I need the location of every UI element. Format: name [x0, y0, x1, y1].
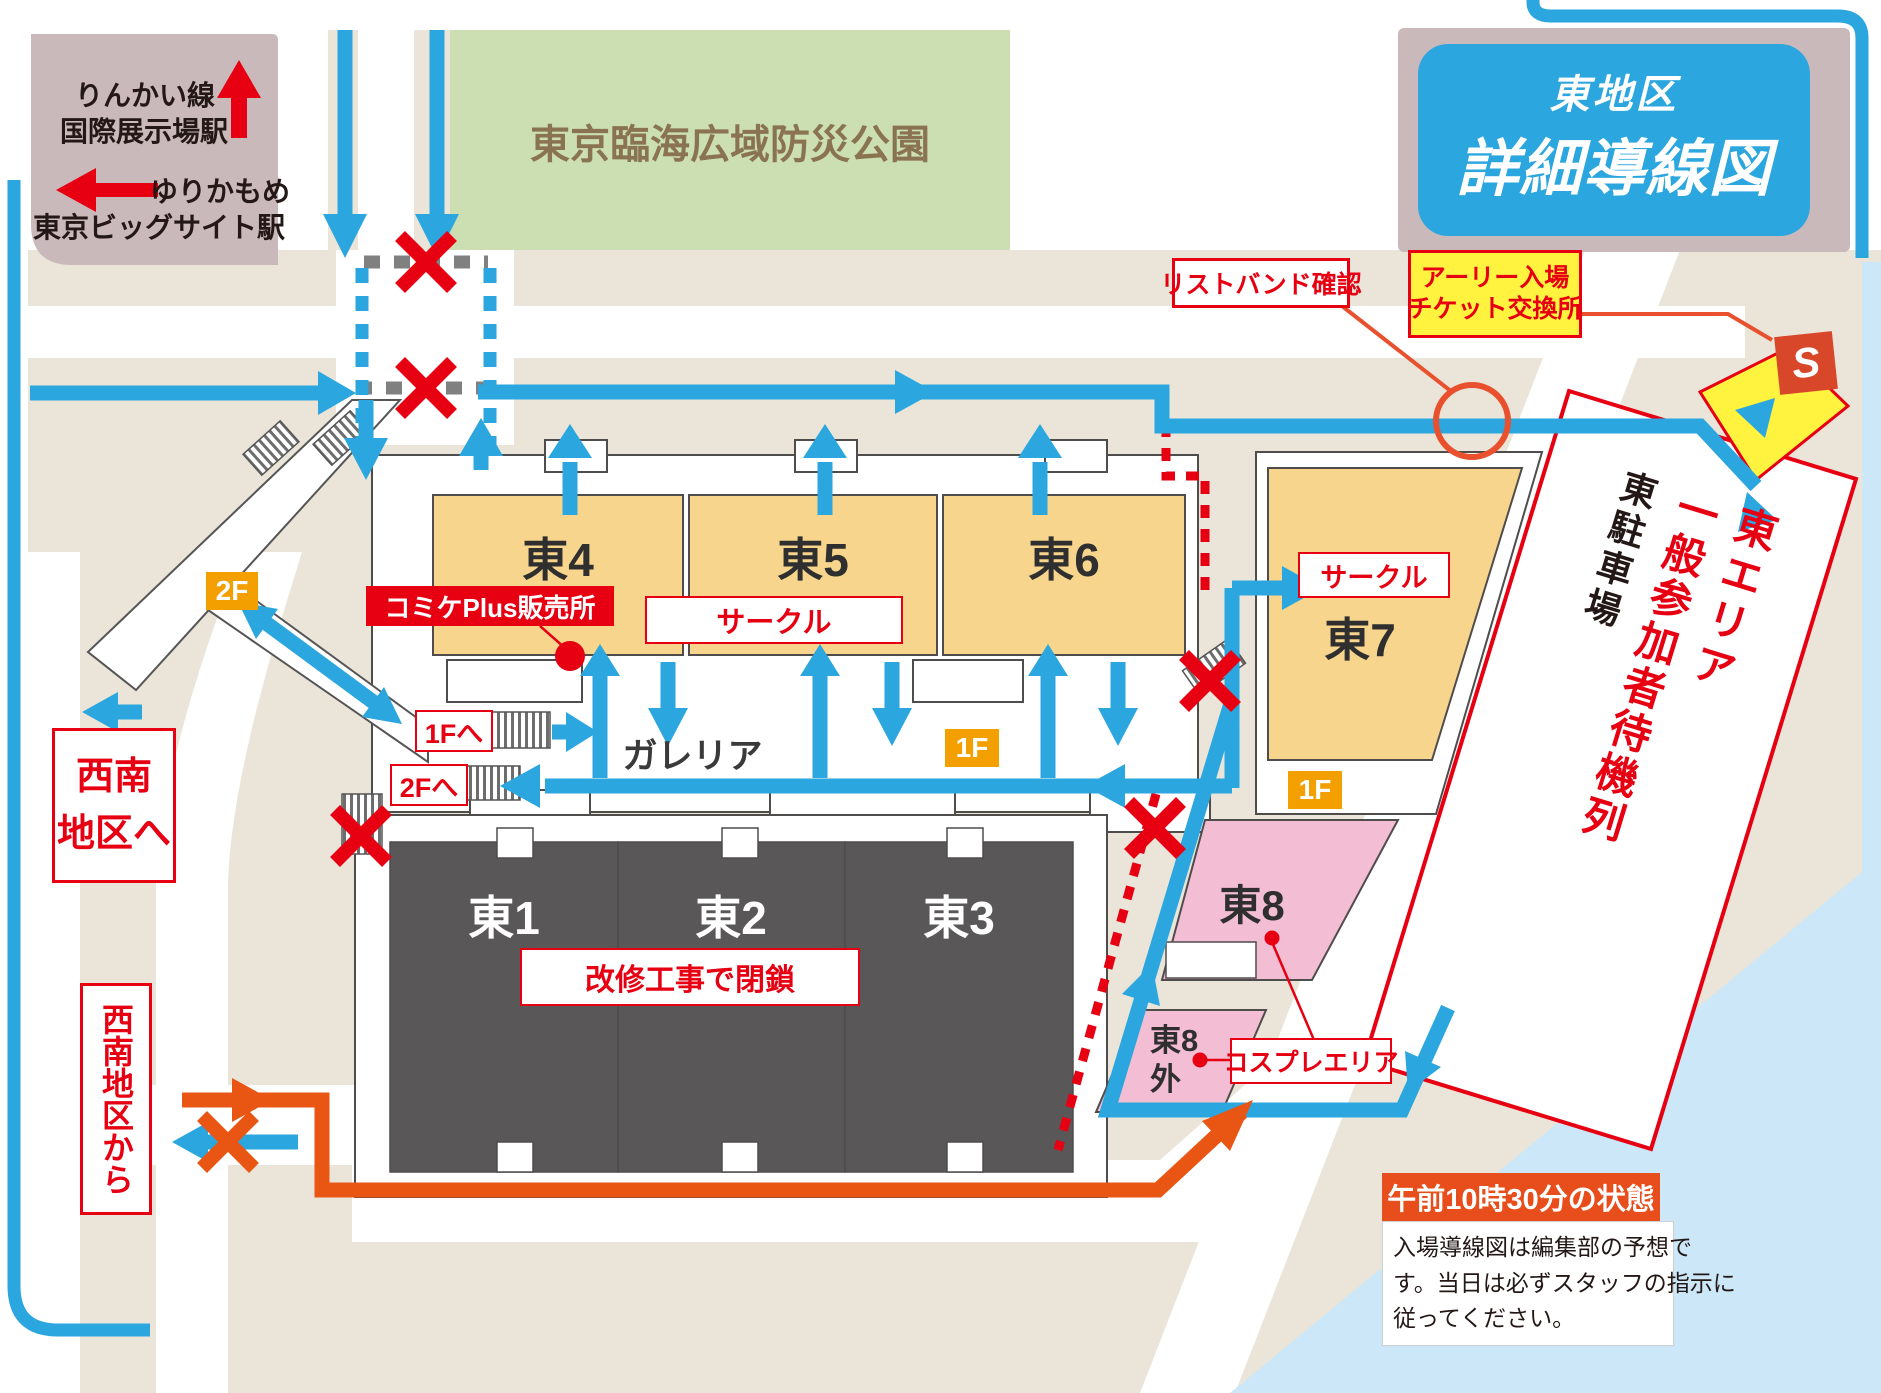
to-1f-box: 1Fへ [415, 710, 493, 752]
hall-e8-shape [1160, 819, 1400, 981]
hall-e3-label: 東3 [923, 892, 995, 944]
circle-label-e7: サークル [1298, 552, 1450, 598]
water [1230, 262, 1881, 1393]
comiket-plus-dot [555, 641, 585, 671]
cosplay-area-box: コスプレエリア [1224, 1038, 1399, 1084]
legend-arrows [56, 60, 261, 212]
to-2f-box: 2Fへ [390, 764, 468, 806]
hall-e5-label: 東5 [777, 534, 849, 586]
rinkai-up-arrow-icon [217, 60, 261, 98]
status-note-line3: 従ってください。 [1393, 1305, 1576, 1332]
e8-gai-line2: 外 [1150, 1061, 1181, 1097]
hall-e8-gai-label: 東8 外 [1150, 1022, 1198, 1100]
status-note-line2: す。当日は必ずスタッフの指示に [1393, 1269, 1736, 1296]
hall-e7-label: 東7 [1324, 614, 1396, 666]
circle-label-halls: サークル [645, 596, 903, 644]
hall-e1-label: 東1 [468, 892, 540, 944]
map-title-line1: 東地区 [1549, 73, 1679, 117]
park-label: 東京臨海広域防災公園 [530, 123, 930, 167]
hall-e1-shape [389, 841, 619, 1173]
hall-e2-label: 東2 [695, 892, 767, 944]
blue-routes [7, 0, 1869, 1337]
early-entry-line2: チケット交換所 [1407, 295, 1583, 323]
red-markers [539, 304, 1774, 1068]
hall-e7-shape [1267, 467, 1524, 761]
rinkai-station-label: 国際展示場駅 [60, 116, 229, 147]
hall-e8-label: 東8 [1219, 882, 1285, 929]
floor-badge-2f: 2F [206, 572, 258, 610]
orange-route [182, 1078, 1253, 1198]
status-note-title: 午前10時30分の状態 [1382, 1173, 1660, 1221]
rinkai-line-label: りんかい線 [75, 80, 216, 111]
top-blocks [31, 28, 1850, 265]
s-marker-badge: S [1774, 331, 1838, 395]
wristband-check-circle [1433, 382, 1511, 460]
comiket-plus-box: コミケPlus販売所 [366, 586, 614, 626]
renovation-closed-box: 改修工事で閉鎖 [520, 948, 860, 1006]
closed-x-marks [330, 231, 1241, 867]
orange-x-mark [197, 1111, 259, 1173]
from-southwest-label: 西南地区から [98, 1003, 134, 1195]
hall-e6-label: 東6 [1028, 534, 1100, 586]
e8-gai-line1: 東8 [1150, 1023, 1199, 1058]
early-entry-box: アーリー入場 チケット交換所 [1407, 250, 1583, 338]
hall-e6-shape [942, 494, 1186, 656]
hall-e4-label: 東4 [522, 534, 594, 586]
hall-e2-shape [617, 841, 846, 1173]
yurikamome-station-label: 東京ビッグサイト駅 [33, 212, 286, 243]
to-southwest-line2: 地区へ [56, 812, 171, 855]
galleria-label: ガレリア [622, 737, 763, 776]
hall-e4-shape [432, 494, 684, 656]
from-southwest-box: 西南地区から [80, 983, 152, 1215]
yurikamome-line-label: ゆりかもめ [150, 176, 291, 207]
map-title-line2: 詳細導線図 [1456, 135, 1772, 204]
to-southwest-line1: 西南 [75, 755, 152, 798]
early-entry-line1: アーリー入場 [1420, 263, 1570, 292]
to-southwest-box: 西南 地区へ [52, 728, 176, 883]
yurikamome-left-arrow-icon [56, 168, 96, 212]
floor-badge-1f-e7: 1F [1288, 771, 1342, 809]
floor-badge-1f-galleria: 1F [945, 729, 999, 767]
status-note-body: 入場導線図は編集部の予想で す。当日は必ずスタッフの指示に 従ってください。 [1382, 1221, 1736, 1346]
status-note-line1: 入場導線図は編集部の予想で [1393, 1234, 1692, 1260]
wristband-check-box: リストバンド確認 [1160, 258, 1362, 308]
